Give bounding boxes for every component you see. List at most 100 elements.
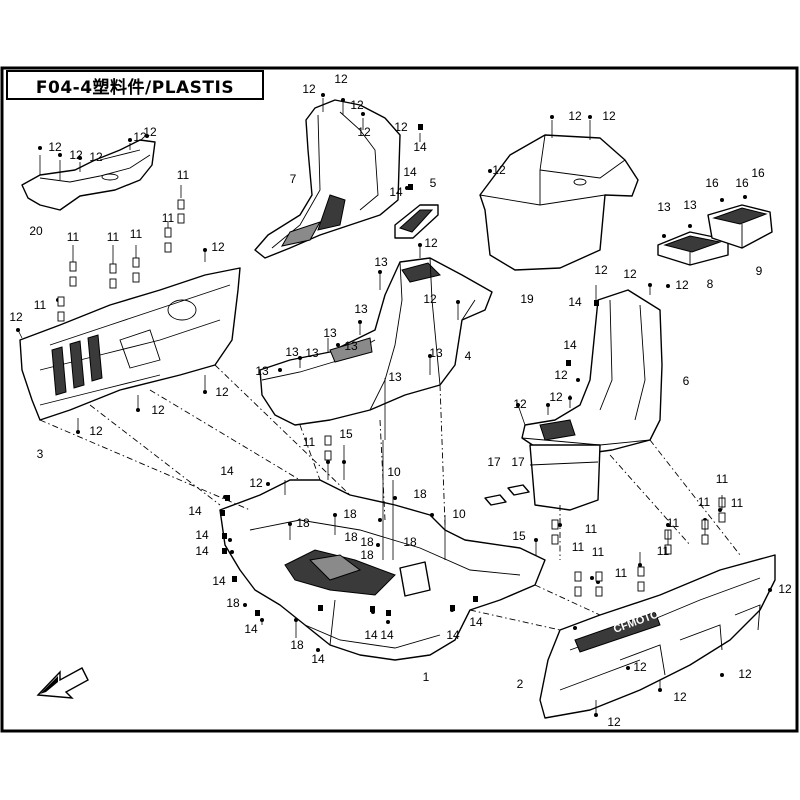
callout-12: 12 [334, 72, 348, 86]
part-5-grille[interactable] [394, 204, 439, 239]
callout-10: 10 [387, 465, 401, 479]
callout-12: 12 [133, 130, 147, 144]
callout-18: 18 [296, 516, 310, 530]
callout-14: 14 [195, 528, 209, 542]
callout-14: 14 [380, 628, 394, 642]
callout-12: 12 [89, 150, 103, 164]
callout-14: 14 [403, 165, 417, 179]
assembly-lines [39, 364, 741, 631]
push-pins [220, 124, 599, 616]
callout-10: 10 [452, 507, 466, 521]
callout-13: 13 [683, 198, 697, 212]
callout-14: 14 [188, 504, 202, 518]
callout-18: 18 [403, 535, 417, 549]
callout-13: 13 [285, 345, 299, 359]
callout-11: 11 [592, 545, 605, 559]
callout-12: 12 [738, 667, 752, 681]
callout-11: 11 [716, 472, 729, 486]
callout-14: 14 [563, 338, 577, 352]
leader-lines [17, 98, 723, 715]
callout-12: 12 [69, 148, 83, 162]
callout-11: 11 [572, 540, 585, 554]
callout-12: 12 [211, 240, 225, 254]
callout-15: 15 [512, 529, 526, 543]
callout-12: 12 [249, 476, 263, 490]
callout-13: 13 [388, 370, 402, 384]
callout-15: 15 [339, 427, 353, 441]
part-6-right-pillar[interactable] [521, 289, 663, 456]
callout-11: 11 [67, 230, 80, 244]
callout-12: 12 [423, 292, 437, 306]
callout-12: 12 [594, 263, 608, 277]
callout-5: 5 [430, 176, 437, 190]
part-3-left-panel[interactable] [19, 267, 241, 421]
part-20-cover[interactable] [21, 139, 156, 211]
callout-12: 12 [602, 109, 616, 123]
callout-12: 12 [215, 385, 229, 399]
callout-13: 13 [657, 200, 671, 214]
callout-12: 12 [633, 660, 647, 674]
callout-12: 12 [568, 109, 582, 123]
callout-18: 18 [360, 548, 374, 562]
callout-14: 14 [389, 185, 403, 199]
callout-11: 11 [130, 227, 143, 241]
callout-12: 12 [302, 82, 316, 96]
callout-13: 13 [344, 339, 358, 353]
callout-7: 7 [290, 172, 297, 186]
callout-14: 14 [212, 574, 226, 588]
callout-20: 20 [29, 224, 43, 238]
title-box: F04-4塑料件/PLASTIS [6, 70, 264, 100]
callout-18: 18 [290, 638, 304, 652]
callout-8: 8 [707, 277, 714, 291]
part-9-pad[interactable] [707, 204, 773, 249]
callout-11: 11 [615, 566, 628, 580]
callout-16: 16 [705, 176, 719, 190]
part-17-clip[interactable] [484, 484, 530, 506]
front-direction-arrow-icon [36, 667, 89, 699]
callout-17: 17 [511, 455, 525, 469]
callout-18: 18 [226, 596, 240, 610]
part-2-right-panel[interactable]: CFMOTO [539, 554, 776, 719]
callout-12: 12 [357, 125, 371, 139]
callout-12: 12 [623, 267, 637, 281]
callout-12: 12 [492, 163, 506, 177]
callout-14: 14 [446, 628, 460, 642]
part-1-floor-pan[interactable] [219, 479, 546, 661]
callout-13: 13 [323, 326, 337, 340]
callout-13: 13 [429, 346, 443, 360]
part-6-lower-box[interactable] [529, 444, 601, 511]
callout-12: 12 [513, 397, 527, 411]
callout-12: 12 [89, 424, 103, 438]
callout-14: 14 [568, 295, 582, 309]
callout-2: 2 [517, 677, 524, 691]
callout-4: 4 [465, 349, 472, 363]
callout-12: 12 [424, 236, 438, 250]
part-19-storage-box[interactable] [479, 134, 639, 271]
part-4-center-console[interactable] [259, 257, 493, 426]
callout-11: 11 [731, 496, 744, 510]
screw-clips [57, 199, 726, 597]
callout-12: 12 [778, 582, 792, 596]
callout-14: 14 [311, 652, 325, 666]
callout-14: 14 [364, 628, 378, 642]
part-7-pillar[interactable] [254, 99, 401, 259]
callout-9: 9 [756, 264, 763, 278]
callout-12: 12 [675, 278, 689, 292]
part-8-pad[interactable] [657, 231, 729, 266]
callout-14: 14 [220, 464, 234, 478]
callout-13: 13 [354, 302, 368, 316]
callout-12: 12 [607, 715, 621, 729]
callout-14: 14 [469, 615, 483, 629]
callout-18: 18 [413, 487, 427, 501]
callout-11: 11 [107, 230, 120, 244]
callout-12: 12 [9, 310, 23, 324]
callout-14: 14 [413, 140, 427, 154]
callout-18: 18 [344, 530, 358, 544]
callout-14: 14 [244, 622, 258, 636]
callout-12: 12 [350, 98, 364, 112]
callout-12: 12 [549, 390, 563, 404]
callout-11: 11 [698, 495, 711, 509]
callout-11: 11 [667, 516, 680, 530]
callout-13: 13 [374, 255, 388, 269]
